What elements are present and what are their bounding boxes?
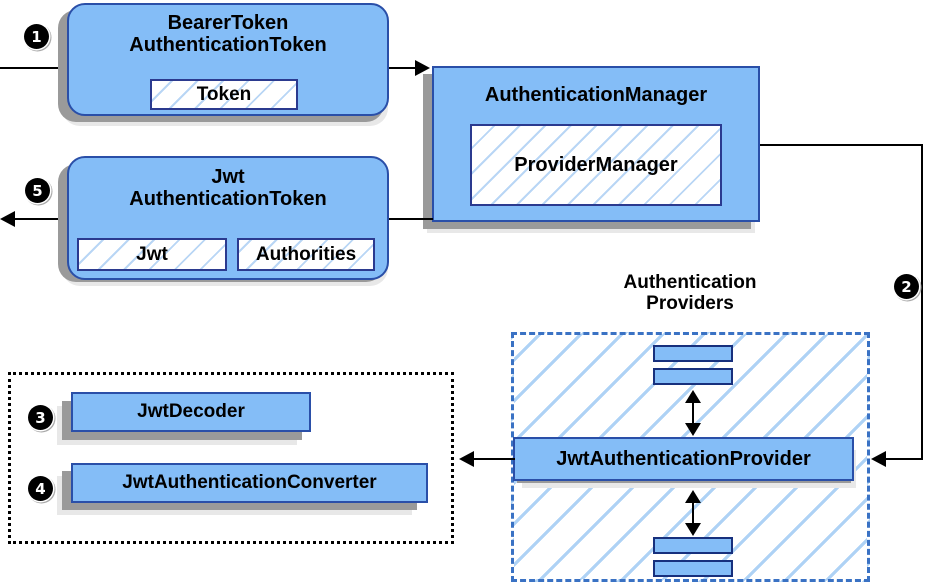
- manager-to-provider-arrowhead: [871, 451, 886, 467]
- provider-bar-top-1: [653, 345, 733, 362]
- bearer-token-inner-token-box: [150, 79, 298, 110]
- authentication-providers-title: Authentication Providers: [623, 271, 757, 314]
- jwt-inner-jwt-box: [77, 238, 227, 271]
- bearer-to-manager-line: [389, 67, 417, 69]
- step-marker-1: 1: [24, 24, 49, 49]
- manager-to-provider-line-bottom: [885, 458, 923, 460]
- jwt-authentication-provider-box[interactable]: [513, 437, 854, 481]
- provider-link-top-arrow-down: [685, 423, 701, 436]
- step-marker-4: 4: [28, 476, 53, 501]
- step-marker-5: 5: [25, 178, 50, 203]
- step-marker-3: 3: [28, 405, 53, 430]
- jwt-inner-authorities-box: [237, 238, 375, 271]
- provider-to-support-arrowhead: [459, 451, 474, 467]
- jwt-decoder-box[interactable]: [71, 392, 311, 432]
- provider-link-top-arrow-up: [685, 390, 701, 403]
- bearer-to-manager-arrowhead: [415, 60, 430, 76]
- provider-bar-top-2: [653, 368, 733, 385]
- incoming-request-line: [0, 67, 67, 69]
- jwt-support-container: [8, 372, 454, 544]
- step-marker-2: 2: [894, 274, 919, 299]
- provider-link-top-line: [692, 392, 694, 434]
- provider-to-support-line: [473, 458, 515, 460]
- manager-to-provider-line-vertical: [921, 144, 923, 459]
- jwt-token-out-line: [14, 218, 72, 220]
- jwt-token-out-arrowhead: [0, 211, 15, 227]
- manager-to-jwt-token-line: [389, 218, 433, 220]
- provider-link-bottom-arrow-down: [685, 523, 701, 536]
- provider-link-bottom-line: [692, 492, 694, 534]
- provider-bar-bottom-2: [653, 560, 733, 577]
- provider-bar-bottom-1: [653, 537, 733, 554]
- provider-manager-box: [470, 124, 722, 206]
- manager-to-provider-line-top: [760, 144, 923, 146]
- provider-link-bottom-arrow-up: [685, 490, 701, 503]
- jwt-authentication-converter-box[interactable]: [71, 463, 428, 503]
